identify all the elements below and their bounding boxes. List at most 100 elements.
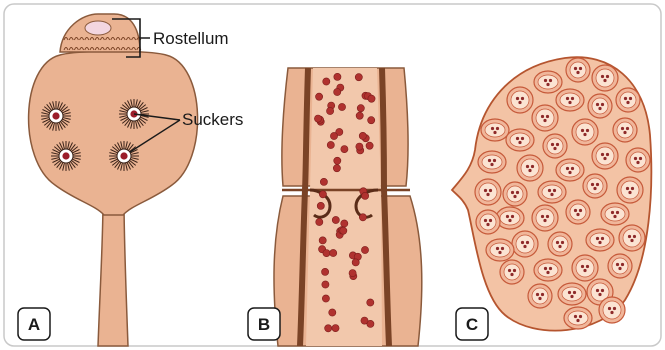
nucleus xyxy=(493,159,496,162)
nucleus xyxy=(579,209,582,212)
cell xyxy=(503,182,527,206)
nucleus xyxy=(511,215,514,218)
nucleus xyxy=(574,67,577,70)
cell xyxy=(617,177,643,203)
nucleus xyxy=(606,153,609,156)
nucleus xyxy=(490,163,493,166)
nucleus xyxy=(624,97,627,100)
cell xyxy=(626,148,650,172)
cell xyxy=(616,88,640,112)
granule xyxy=(319,237,326,244)
cell-inner xyxy=(490,243,510,257)
nucleus xyxy=(574,209,577,212)
nucleus xyxy=(601,103,604,106)
cell-inner xyxy=(576,259,594,277)
granule xyxy=(327,107,334,114)
granule xyxy=(332,325,339,332)
nucleus xyxy=(579,67,582,70)
cell xyxy=(517,155,543,181)
cell xyxy=(496,207,524,229)
cell-inner xyxy=(507,186,523,202)
cell xyxy=(538,181,566,203)
nucleus xyxy=(489,219,492,222)
granule xyxy=(368,117,375,124)
granule xyxy=(349,270,356,277)
nucleus xyxy=(626,187,629,190)
cell-inner xyxy=(532,288,548,304)
nucleus xyxy=(610,311,613,314)
granule xyxy=(352,259,359,266)
nucleus xyxy=(541,215,544,218)
nucleus xyxy=(558,245,561,248)
cell-inner xyxy=(504,264,520,280)
nucleus xyxy=(541,115,544,118)
nucleus xyxy=(570,295,573,298)
nucleus xyxy=(536,293,539,296)
nucleus xyxy=(566,167,569,170)
nucleus xyxy=(550,193,553,196)
nucleus xyxy=(516,137,519,140)
granule xyxy=(367,299,374,306)
granule xyxy=(329,309,336,316)
cell-inner xyxy=(560,163,580,177)
cell xyxy=(558,283,586,305)
cell xyxy=(583,174,607,198)
cell xyxy=(481,119,509,141)
granule xyxy=(334,73,341,80)
nucleus xyxy=(526,241,529,244)
nucleus xyxy=(541,293,544,296)
cell xyxy=(486,239,514,261)
nucleus xyxy=(621,127,624,130)
granule xyxy=(355,74,362,81)
cell xyxy=(619,225,645,251)
nucleus xyxy=(566,97,569,100)
nucleus xyxy=(484,219,487,222)
nucleus xyxy=(531,165,534,168)
nucleus xyxy=(613,307,616,310)
cell-inner xyxy=(500,211,520,225)
cell xyxy=(572,119,598,145)
cell-inner xyxy=(596,147,614,165)
cell xyxy=(543,134,567,158)
granule xyxy=(366,142,373,149)
cell xyxy=(548,232,572,256)
granule xyxy=(341,220,348,227)
cell-inner xyxy=(542,185,562,199)
nucleus xyxy=(630,239,633,242)
nucleus xyxy=(631,187,634,190)
nucleus xyxy=(513,195,516,198)
cell xyxy=(507,87,533,113)
nucleus xyxy=(593,187,596,190)
nucleus xyxy=(496,247,499,250)
nucleus xyxy=(616,211,619,214)
nucleus xyxy=(596,103,599,106)
nucleus xyxy=(556,143,559,146)
granule xyxy=(357,105,364,112)
cell xyxy=(601,203,629,225)
granule xyxy=(361,317,368,324)
nucleus xyxy=(576,319,579,322)
cell-inner xyxy=(485,123,505,137)
nucleus xyxy=(571,167,574,170)
suckers-label: Suckers xyxy=(182,110,243,129)
nucleus xyxy=(639,157,642,160)
nucleus xyxy=(556,241,559,244)
cell xyxy=(478,151,506,173)
nucleus xyxy=(488,159,491,162)
nucleus xyxy=(549,267,552,270)
nucleus xyxy=(549,79,552,82)
cell xyxy=(586,229,614,251)
cell xyxy=(566,200,590,224)
cell-inner xyxy=(630,152,646,168)
nucleus xyxy=(551,143,554,146)
cell-inner xyxy=(617,122,633,138)
nucleus xyxy=(603,157,606,160)
cell xyxy=(534,259,562,281)
nucleus xyxy=(628,235,631,238)
cell-inner xyxy=(480,214,496,230)
cell-inner xyxy=(621,181,639,199)
nucleus xyxy=(516,191,519,194)
nucleus xyxy=(583,133,586,136)
nucleus xyxy=(621,263,624,266)
